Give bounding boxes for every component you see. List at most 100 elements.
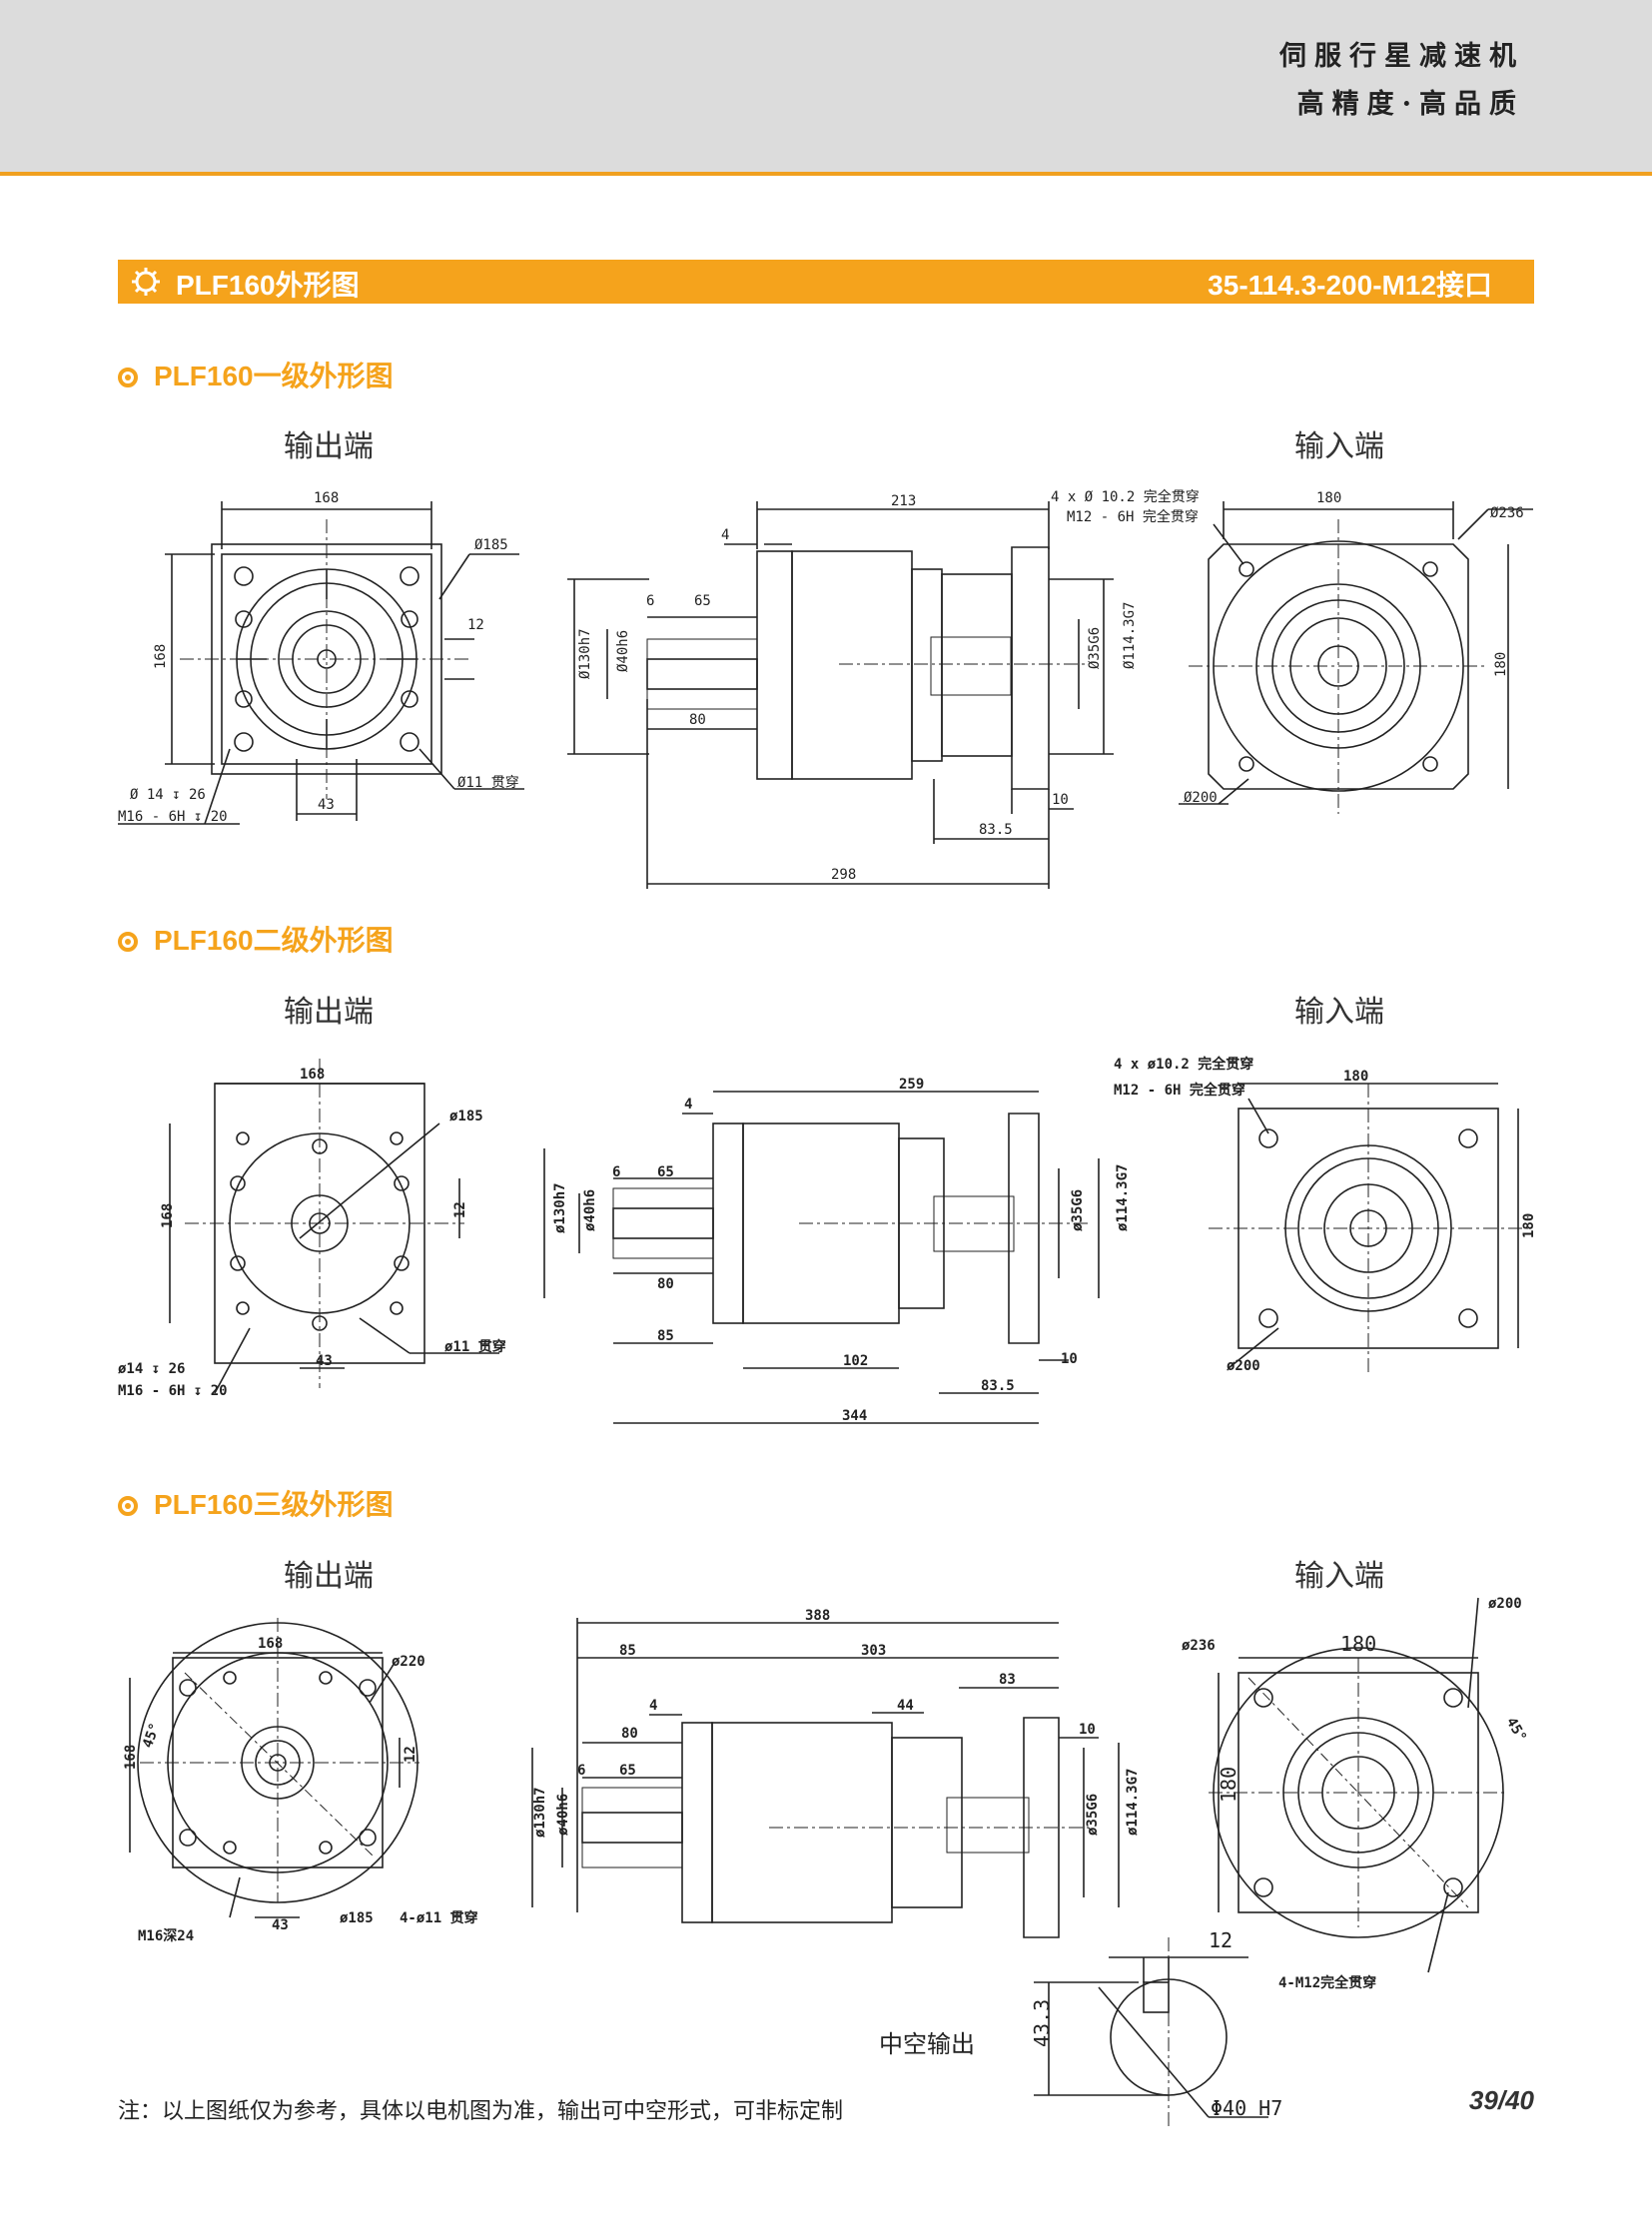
hollow-output-label: 中空输出 — [879, 2030, 975, 2058]
dim-text: 44 — [897, 1698, 914, 1714]
dim-text: 45° — [1503, 1715, 1530, 1745]
dim-text: 12 — [452, 1201, 468, 1218]
dim-text: 168 — [314, 490, 339, 506]
dim-text: M12 - 6H 完全贯穿 — [1067, 508, 1199, 525]
dim-text: 180 — [1521, 1213, 1537, 1238]
header-slogan-1: 伺服行星减速机 — [1279, 41, 1524, 72]
dim-text: Ø236 — [1490, 505, 1524, 521]
input-label-3: 输入端 — [1294, 1559, 1384, 1594]
s3-output-front-view — [129, 1618, 419, 1918]
dim-text: ø35G6 — [1085, 1794, 1101, 1836]
dim-text: 213 — [891, 493, 916, 509]
dim-text: 43.3 — [1030, 1999, 1054, 2047]
dim-text: 168 — [258, 1636, 283, 1652]
page-number: 39/40 — [1468, 2085, 1534, 2115]
dim-text: 168 — [153, 644, 169, 669]
dim-text: M16 - 6H ↧ 20 — [118, 1383, 228, 1399]
dim-text: 168 — [123, 1745, 139, 1770]
dim-text: Ø185 — [474, 537, 508, 553]
dim-text: 80 — [689, 712, 706, 728]
dim-text: 83.5 — [981, 1378, 1015, 1394]
dim-text: Ø11 贯穿 — [457, 775, 519, 791]
dim-text: 4 — [684, 1097, 692, 1113]
dim-text: 80 — [621, 1726, 638, 1742]
title-right: 35-114.3-200-M12接口 — [1208, 270, 1492, 301]
dim-text: 85 — [657, 1328, 674, 1344]
dim-text: 12 — [403, 1746, 418, 1763]
dim-text: M12 - 6H 完全贯穿 — [1114, 1082, 1245, 1099]
dim-text: 65 — [694, 593, 711, 609]
dim-text: Ø 14 ↧ 26 — [130, 787, 206, 803]
dim-text: Φ40 H7 — [1211, 2096, 1282, 2120]
dim-text: 4 x ø10.2 完全贯穿 — [1114, 1056, 1253, 1073]
dim-text: 10 — [1061, 1351, 1078, 1367]
dim-text: ø40h6 — [555, 1794, 571, 1836]
dim-text: 388 — [805, 1608, 830, 1624]
dim-text: ø185 — [340, 1910, 374, 1926]
dim-text: 10 — [1079, 1722, 1096, 1738]
dim-text: 102 — [843, 1353, 868, 1369]
dim-text: 83 — [999, 1672, 1016, 1688]
dim-text: ø35G6 — [1070, 1189, 1086, 1231]
dim-text: 259 — [899, 1077, 924, 1093]
s1-output-front-view — [118, 501, 524, 825]
output-label-2: 输出端 — [284, 995, 374, 1030]
bullet-icon — [118, 932, 138, 952]
dim-text: 12 — [467, 617, 484, 633]
dim-text: 6 — [577, 1763, 585, 1779]
dim-text: ø130h7 — [552, 1182, 568, 1233]
page-header: 伺服行星减速机 高精度·高品质 — [0, 0, 1652, 176]
dim-text: 344 — [842, 1408, 867, 1424]
dim-text: 180 — [1316, 490, 1341, 506]
dim-text: Ø200 — [1184, 790, 1218, 806]
dim-text: 4 — [649, 1698, 657, 1714]
footer-note: 注：以上图纸仅为参考，具体以电机图为准，输出可中空形式，可非标定制 — [118, 2099, 844, 2124]
dim-text: 12 — [1209, 1928, 1233, 1952]
dim-text: M16 - 6H ↧ 20 — [118, 809, 228, 825]
header-slogan-2: 高精度·高品质 — [1296, 89, 1524, 120]
dim-text: 6 — [646, 593, 654, 609]
dim-text: 85 — [619, 1643, 636, 1659]
dim-text: M16深24 — [138, 1927, 194, 1944]
dim-text: 180 — [1343, 1069, 1368, 1085]
section-title-3: PLF160三级外形图 — [118, 1483, 394, 1523]
dim-text: 303 — [861, 1643, 886, 1659]
dim-text: Ø35G6 — [1087, 627, 1103, 669]
section-title-1: PLF160一级外形图 — [118, 355, 394, 394]
dim-text: ø200 — [1488, 1596, 1522, 1612]
s2-side-view — [543, 1091, 1100, 1424]
dim-text: 65 — [619, 1763, 636, 1779]
dim-text: 83.5 — [979, 822, 1013, 838]
dim-text: ø14 ↧ 26 — [118, 1361, 185, 1377]
dim-text: ø185 — [449, 1109, 483, 1124]
dim-text: ø220 — [392, 1654, 425, 1670]
dim-text: 65 — [657, 1164, 674, 1180]
dim-text: 180 — [1217, 1767, 1240, 1803]
dim-text: 4 — [721, 527, 729, 543]
dim-text: 180 — [1493, 652, 1509, 677]
dim-text: Ø130h7 — [577, 628, 593, 679]
dim-text: ø11 贯穿 — [444, 1338, 506, 1355]
dim-text: 4-ø11 贯穿 — [400, 1909, 478, 1926]
dim-text: 168 — [160, 1203, 176, 1228]
dim-text: 43 — [316, 1353, 333, 1369]
s1-input-view — [1179, 501, 1533, 814]
s3-input-view — [1209, 1597, 1508, 1973]
dim-text: Ø114.3G7 — [1122, 602, 1138, 669]
dim-text: 4-M12完全贯穿 — [1278, 1974, 1376, 1991]
s3-side-view — [531, 1618, 1120, 1938]
dim-text: 4 x Ø 10.2 完全贯穿 — [1051, 488, 1200, 505]
dim-text: 168 — [300, 1067, 325, 1083]
dim-text: 10 — [1052, 792, 1069, 808]
dim-text: ø130h7 — [532, 1787, 548, 1838]
dim-text: ø114.3G7 — [1115, 1164, 1131, 1231]
dim-text: 298 — [831, 867, 856, 883]
dim-text: 43 — [318, 797, 335, 813]
section-title-2: PLF160二级外形图 — [118, 919, 394, 959]
bullet-icon — [118, 368, 138, 387]
dim-text: ø40h6 — [582, 1189, 598, 1231]
dim-text: 6 — [612, 1164, 620, 1180]
title-bar: PLF160外形图 35-114.3-200-M12接口 — [118, 260, 1534, 304]
s2-input-view — [1209, 1083, 1528, 1373]
